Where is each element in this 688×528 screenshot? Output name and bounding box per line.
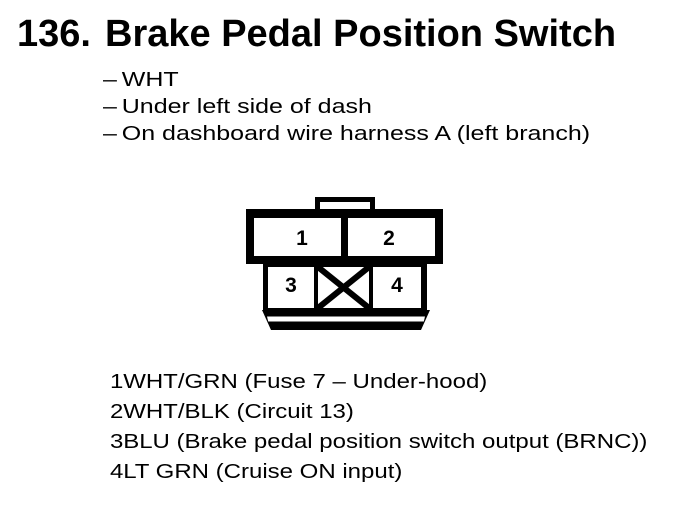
connector-tab-inner: [320, 202, 370, 209]
connector-diagram: 1 2 3 4: [246, 197, 443, 330]
figure-number: 136.: [17, 13, 91, 55]
pin-number: 2: [110, 401, 124, 423]
figure-header: 136. Brake Pedal Position Switch: [17, 12, 616, 56]
pin-number: 4: [110, 461, 124, 483]
cavity-label-2: 2: [383, 227, 395, 250]
pin-number: 1: [110, 371, 124, 393]
blocked-cavity-x-icon: [316, 264, 371, 311]
table-row: 4 LT GRN (Cruise ON input): [110, 457, 647, 487]
bullet-dash-icon: –: [103, 96, 117, 118]
bullet-dash-icon: –: [103, 123, 117, 145]
bullet-dash-icon: –: [103, 69, 117, 91]
table-row: 2 WHT/BLK (Circuit 13): [110, 397, 647, 427]
table-row: 3 BLU (Brake pedal position switch outpu…: [110, 427, 647, 457]
cavity-label-3: 3: [285, 274, 297, 297]
cavity-label-1: 1: [296, 227, 308, 250]
list-item: – Under left side of dash: [103, 94, 590, 121]
note-text: On dashboard wire harness A (left branch…: [121, 123, 591, 145]
pin-description: LT GRN (Cruise ON input): [123, 461, 403, 483]
pin-description: WHT/BLK (Circuit 13): [123, 401, 354, 423]
cavity-label-4: 4: [391, 274, 403, 297]
list-item: – On dashboard wire harness A (left bran…: [103, 121, 590, 148]
pin-cavity-2: [348, 218, 435, 256]
list-item: – WHT: [103, 67, 590, 94]
note-text: WHT: [121, 69, 179, 91]
pin-description: BLU (Brake pedal position switch output …: [123, 431, 648, 453]
pin-cavity-4: [373, 267, 421, 308]
note-text: Under left side of dash: [121, 96, 372, 118]
pin-cavity-3: [268, 267, 314, 308]
pin-number: 3: [110, 431, 124, 453]
connector-base-groove: [267, 316, 425, 322]
page-title: Brake Pedal Position Switch: [105, 13, 617, 55]
pin-description: WHT/GRN (Fuse 7 – Under-hood): [123, 371, 488, 393]
location-notes: – WHT – Under left side of dash – On das…: [103, 67, 590, 148]
pin-cavity-1: [254, 218, 341, 256]
pinout-list: 1 WHT/GRN (Fuse 7 – Under-hood) 2 WHT/BL…: [110, 367, 647, 487]
table-row: 1 WHT/GRN (Fuse 7 – Under-hood): [110, 367, 647, 397]
